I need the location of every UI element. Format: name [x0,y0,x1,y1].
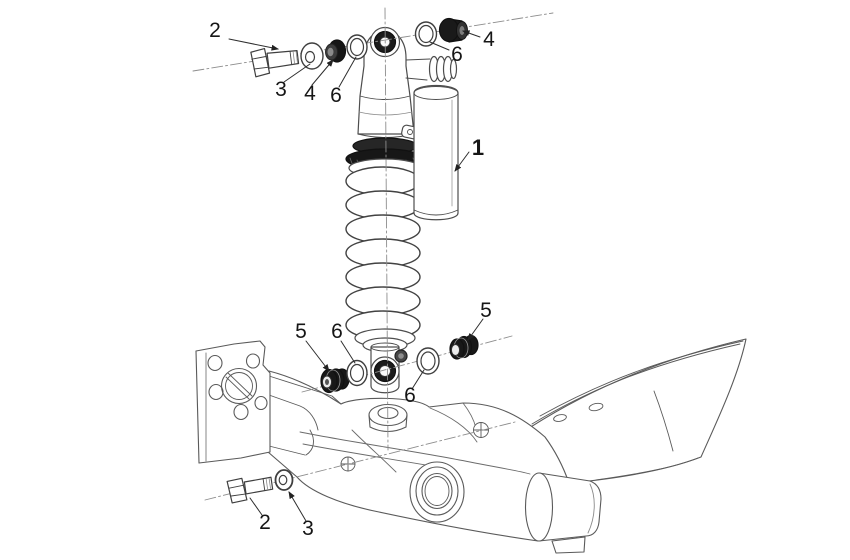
axis-shock-vertical [384,7,389,451]
frame-mounting-hardware [226,469,294,504]
leader-2-bottom [249,497,263,516]
lower-bushing-right [449,334,479,360]
lower-mounting-hardware [320,334,479,394]
leader-5-left [305,340,330,372]
upper-bushing-left [325,39,347,63]
subframe-body [267,370,570,542]
lower-ring-right [416,347,440,375]
piggyback-reservoir [413,84,459,221]
upper-washer [300,42,324,70]
pivot-tube [524,472,602,554]
upper-bushing-right [438,17,468,43]
leader-3-bottom [288,491,307,522]
pivot-boss [409,461,465,523]
shock-absorber [345,26,459,394]
upper-mounting-hardware [250,17,468,78]
leader-4-top [311,59,334,86]
frame-bolt-hole [340,422,489,472]
leader-1 [454,151,470,172]
subframe-swingarm [195,338,747,554]
lower-bolt [226,476,274,504]
lower-bushing-left [320,368,350,394]
upper-ring-left [346,34,368,60]
shock-upper-body [357,29,415,135]
leader-lines [228,30,484,522]
leader-6-top-right [429,41,450,51]
leader-6-top [338,56,357,88]
leader-6-bottom [411,369,425,390]
rebound-adjuster-knob [394,349,408,363]
left-bracket-plate [195,340,271,464]
shock-lower-clevis [354,328,416,394]
hose-fitting [405,55,458,83]
lower-ring-left [346,359,368,387]
leader-6-left [340,340,356,364]
leader-2-top [228,38,279,51]
coil-spring [345,166,421,340]
leader-3-top [283,63,311,83]
upper-bolt [250,47,300,78]
leader-4-top-right [462,30,481,38]
leader-5-right [467,318,484,341]
upper-ring-right [414,21,438,47]
lower-washer [274,469,294,491]
